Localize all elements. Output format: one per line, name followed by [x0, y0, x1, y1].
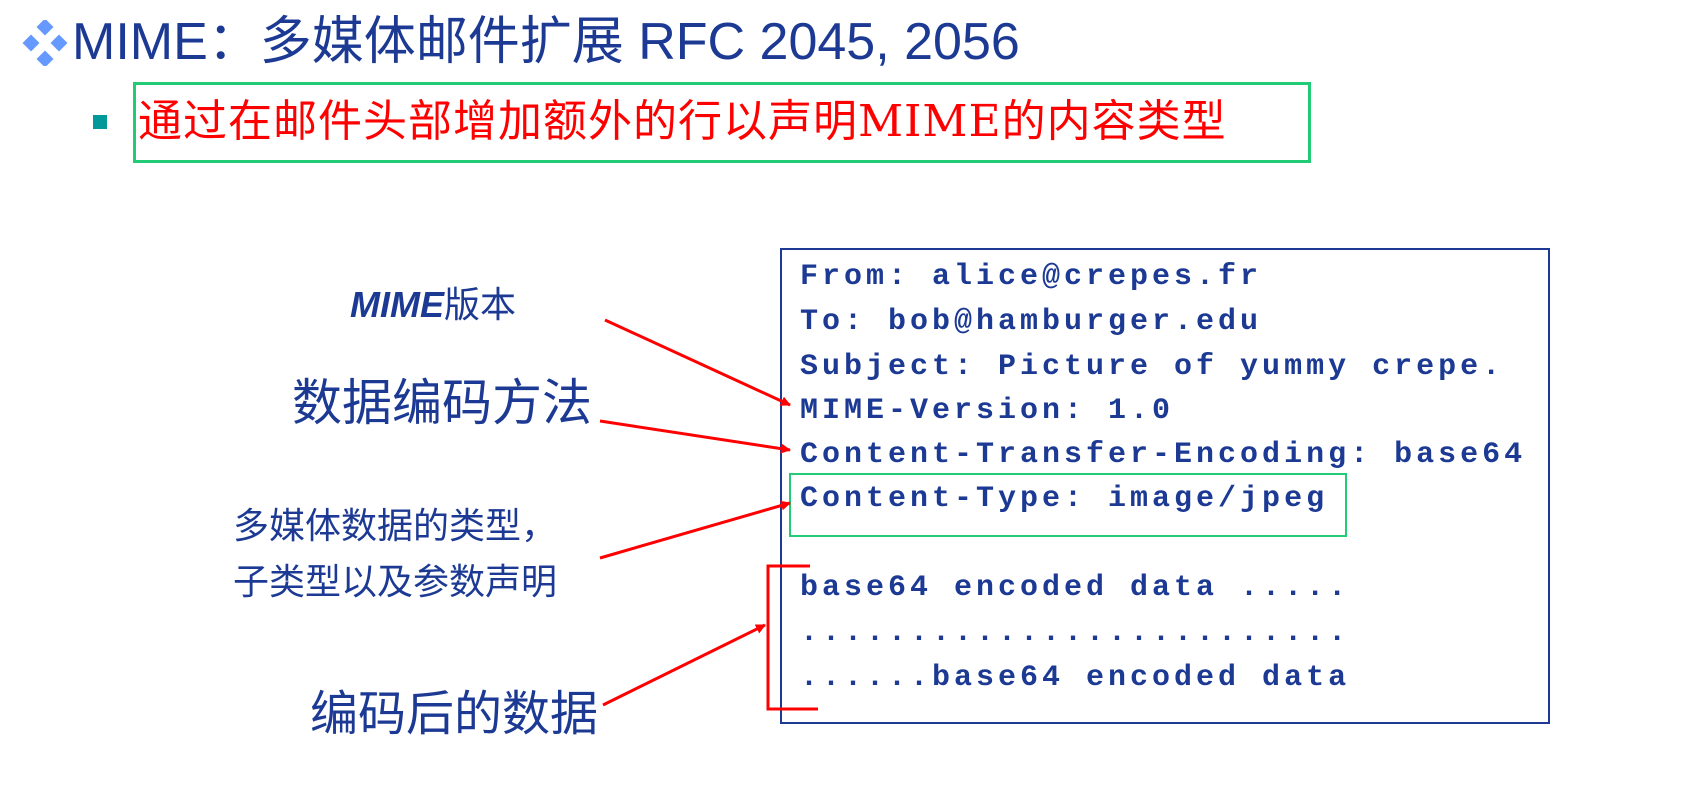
square-bullet-icon: [93, 115, 107, 129]
arrow-mime-version: [604, 318, 791, 407]
email-message-box: [780, 248, 1550, 724]
header-subject: Subject: Picture of yummy crepe.: [800, 350, 1505, 384]
body-line: ......base64 encoded data: [800, 661, 1351, 695]
diamond-bullet-icon: [22, 20, 68, 66]
header-transfer-encoding: Content-Transfer-Encoding: base64: [800, 438, 1527, 472]
label-encoded-data: 编码后的数据: [310, 688, 599, 741]
label-encoding-method: 数据编码方法: [292, 375, 592, 431]
encoded-data-bracket: [766, 564, 818, 711]
arrow-encoded-data: [602, 623, 766, 707]
label-content-type-line2: 子类型以及参数声明: [233, 561, 558, 602]
arrow-encoding: [599, 419, 791, 454]
slide-title: MIME：多媒体邮件扩展 RFC 2045, 2056: [72, 13, 1020, 71]
header-mime-version: MIME-Version: 1.0: [800, 394, 1175, 428]
label-content-type-line1: 多媒体数据的类型，: [233, 505, 558, 546]
arrow-content-type: [599, 500, 791, 560]
header-to: To: bob@hamburger.edu: [800, 305, 1263, 339]
body-line: .........................: [800, 616, 1351, 650]
highlight-box: [133, 82, 1311, 163]
label-content-type: 多媒体数据的类型， 子类型以及参数声明: [233, 498, 557, 610]
label-mime-latin: MIME: [350, 284, 444, 325]
body-line: base64 encoded data .....: [800, 571, 1351, 605]
header-content-type: Content-Type: image/jpeg: [800, 482, 1329, 516]
label-mime-version: MIME版本: [350, 282, 516, 328]
header-from: From: alice@crepes.fr: [800, 260, 1263, 294]
bullet-text: 通过在邮件头部增加额外的行以声明MIME的内容类型: [138, 96, 1227, 147]
label-mime-cjk: 版本: [444, 284, 517, 325]
